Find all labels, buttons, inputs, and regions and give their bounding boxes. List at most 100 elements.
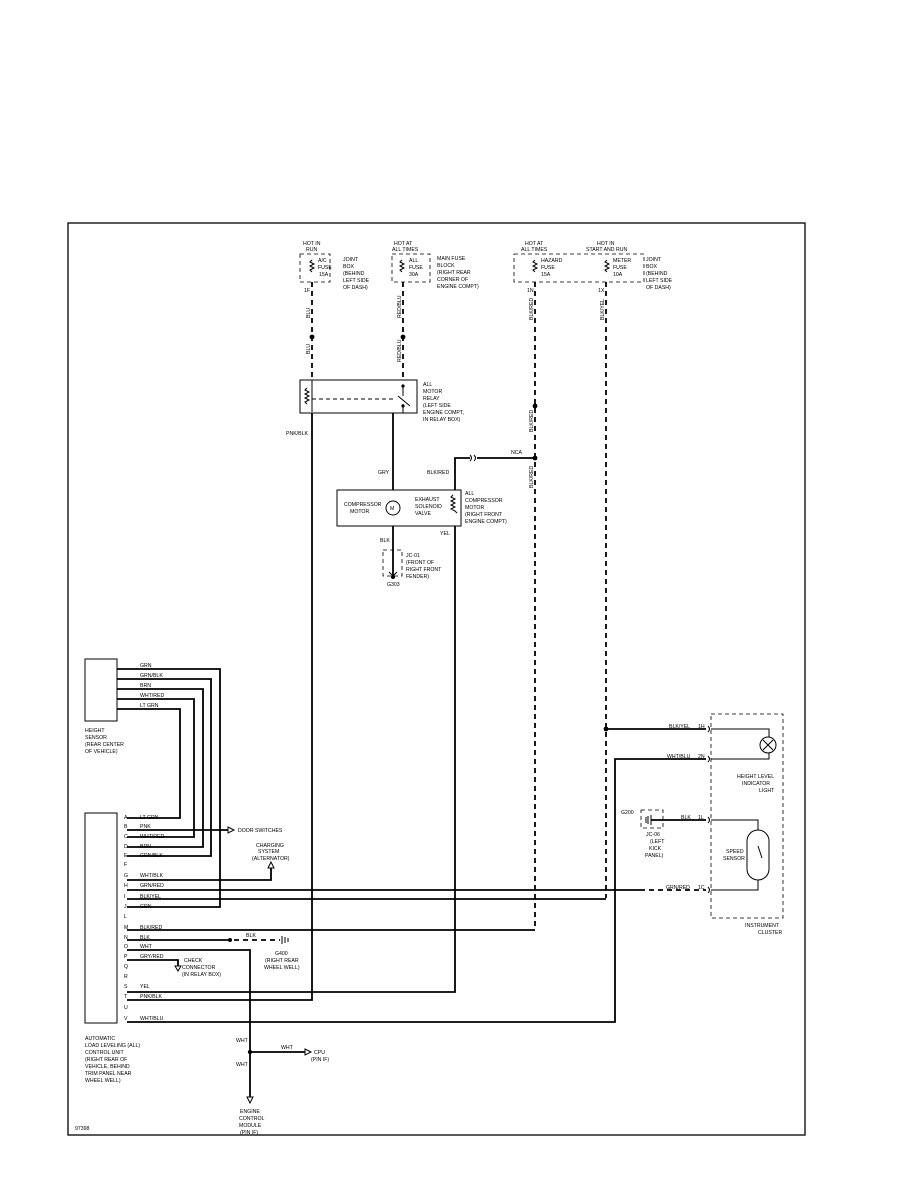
alc-pin-a: A [124, 815, 128, 821]
ac-fuse-label-1: A/C [318, 258, 327, 264]
valve-label-1: EXHAUST [415, 497, 440, 503]
compressor-assembly-label-4: (RIGHT FRONT [465, 512, 503, 518]
g200-label: G200 [621, 810, 634, 816]
wire-blk-red-horizontal: BLK/RED [427, 470, 449, 476]
alc-wire-b: PNK [140, 824, 151, 830]
wire-nca: NCA [511, 450, 522, 456]
height-sensor-label-2: SENSOR [85, 735, 107, 741]
alc-wire-i: BLK/YEL [140, 894, 161, 900]
cluster-pin-1h: 1H [698, 724, 705, 730]
alc-label-4: (RIGHT REAR OF [85, 1057, 127, 1063]
g303-connector-2: (FRONT OF [406, 560, 434, 566]
compressor-motor-symbol: M [390, 506, 394, 512]
alc-wire-o: WHT [140, 944, 153, 950]
hazard-fuse-state-1: HOT AT [525, 241, 544, 247]
cluster-pin-1c: 1C [698, 885, 705, 891]
indicator-label-2: INDICATOR [742, 781, 770, 787]
alc-wire-c: WHT/RED [140, 834, 164, 840]
alc-wire-p: GRY/RED [140, 954, 164, 960]
all-fuse-label-1: ALL [409, 258, 418, 264]
all-motor-relay: ALL MOTOR RELAY (LEFT SIDE ENGINE COMPT,… [299, 379, 464, 423]
g303-connector-1: JC-01 [406, 553, 420, 559]
speed-sensor-label-1: SPEED [726, 849, 744, 855]
ecm-label-2: CONTROL [239, 1116, 264, 1122]
wire-blu-lower: BLU [306, 344, 312, 354]
alc-pin-o: O [124, 944, 128, 950]
g400-label-2: (RIGHT REAR [265, 958, 299, 964]
meter-fuse-label-2: FUSE [613, 265, 627, 271]
meter-fuse-label-3: 10A [613, 272, 623, 278]
ecm-label-1: ENGINE [240, 1109, 260, 1115]
diagram-border [67, 222, 806, 1136]
meter-fuse-label-1: METER [613, 258, 631, 264]
ecm-label-3: MODULE [239, 1123, 262, 1129]
compressor-assembly-label-1: ALL [465, 491, 474, 497]
all-fuse-loc-4: CORNER OF [437, 277, 468, 283]
alc-wire-j: GRN [140, 904, 152, 910]
diagram-id: 97398 [75, 1126, 90, 1132]
alc-pin-m: M [124, 925, 128, 931]
hazard-fuse-pin: 1N [527, 288, 534, 294]
alc-pin-j: J [124, 904, 127, 910]
alc-pin-table: A LT GRN B PNK C WHT/RED D BRN E GRN/BLK… [124, 815, 164, 1022]
compressor-assembly-label-3: MOTOR [465, 505, 484, 511]
ac-fuse-loc-4: LEFT SIDE [343, 278, 370, 284]
alc-pin-f: F [124, 862, 127, 868]
meter-fuse-loc-1: JOINT [646, 257, 662, 263]
meter-fuse-loc-4: LEFT SIDE [646, 278, 673, 284]
all-fuse: HOT AT ALL TIMES ALL FUSE 30A MAIN FUSE … [391, 241, 479, 290]
alc-pin-d: D [124, 844, 128, 850]
relay-label-5: ENGINE COMPT, [423, 410, 464, 416]
alc-wire-v: WHT/BLU [140, 1016, 164, 1022]
ecm-label-4: (PIN IF) [240, 1130, 258, 1136]
alc-pin-u: U [124, 1005, 128, 1011]
cluster-pin-2n: 2N [698, 754, 705, 760]
all-fuse-loc-1: MAIN FUSE [437, 256, 466, 262]
valve-label-3: VALVE [415, 511, 431, 517]
charging-label-3: (ALTERNATOR) [252, 856, 290, 862]
alc-pin-r: R [124, 974, 128, 980]
alc-pin-l: L [124, 914, 127, 920]
alc-label-7: WHEEL WELL) [85, 1078, 121, 1084]
ac-fuse-loc-1: JOINT [343, 257, 359, 263]
cluster-pin-1l: 1L [698, 815, 704, 821]
height-sensor-wire-2: GRN/BLK [140, 673, 163, 679]
alc-pin-n: N [124, 935, 128, 941]
alc-wire-e: GRN/BLK [140, 853, 163, 859]
alc-pin-e: E [124, 853, 128, 859]
valve-label-2: SOLENOID [415, 504, 442, 510]
wire-wht-blu-cluster: WHT/BLU [667, 754, 691, 760]
all-fuse-state-1: HOT AT [394, 241, 413, 247]
height-sensor-wire-1: GRN [140, 663, 152, 669]
alc-pin-h: H [124, 883, 128, 889]
wire-pnk-blk-relay: PNK/BLK [286, 431, 308, 437]
cluster-label-1: INSTRUMENT [745, 923, 780, 929]
wire-yel-compressor: YEL [440, 531, 450, 537]
height-sensor-label-1: HEIGHT [85, 728, 105, 734]
check-connector-label-2: CONNECTOR [182, 965, 216, 971]
alc-label-5: VEHICLE, BEHIND [85, 1064, 130, 1070]
meter-fuse-state-2: START AND RUN [586, 247, 627, 253]
alc-label-1: AUTOMATIC [85, 1036, 115, 1042]
wire-blk-g400: BLK [246, 933, 256, 939]
speed-sensor-label-2: SENSOR [723, 856, 745, 862]
relay-label-4: (LEFT SIDE [423, 403, 451, 409]
ac-fuse-state-2: RUN [306, 247, 317, 253]
jc06-label-1: JC-06 [646, 832, 660, 838]
alc-pin-v: V [124, 1016, 128, 1022]
ac-fuse-pin: 1F [304, 288, 310, 294]
alc-output-wires: DOOR SWITCHES CHARGING SYSTEM (ALTERNATO… [127, 758, 706, 1136]
wire-blk-jc06: BLK [681, 815, 691, 821]
ground-g303: JC-01 (FRONT OF RIGHT FRONT FENDER) G303 [382, 549, 442, 588]
relay-label-6: IN RELAY BOX) [423, 417, 461, 423]
height-sensor-label-3: (REAR CENTER [85, 742, 124, 748]
alc-pin-c: C [124, 834, 128, 840]
wire-blk-ground: BLK [380, 538, 390, 544]
wire-blk-red-2: BLK/RED [529, 410, 535, 432]
hazard-fuse-label-3: 15A [541, 272, 551, 278]
alc-pin-p: P [124, 954, 128, 960]
wire-wht-down: WHT [236, 1038, 249, 1044]
meter-fuse-pin: 1X [598, 288, 605, 294]
alc-wire-d: BRN [140, 844, 151, 850]
wire-red-blu-upper: RED/BLU [397, 295, 403, 318]
